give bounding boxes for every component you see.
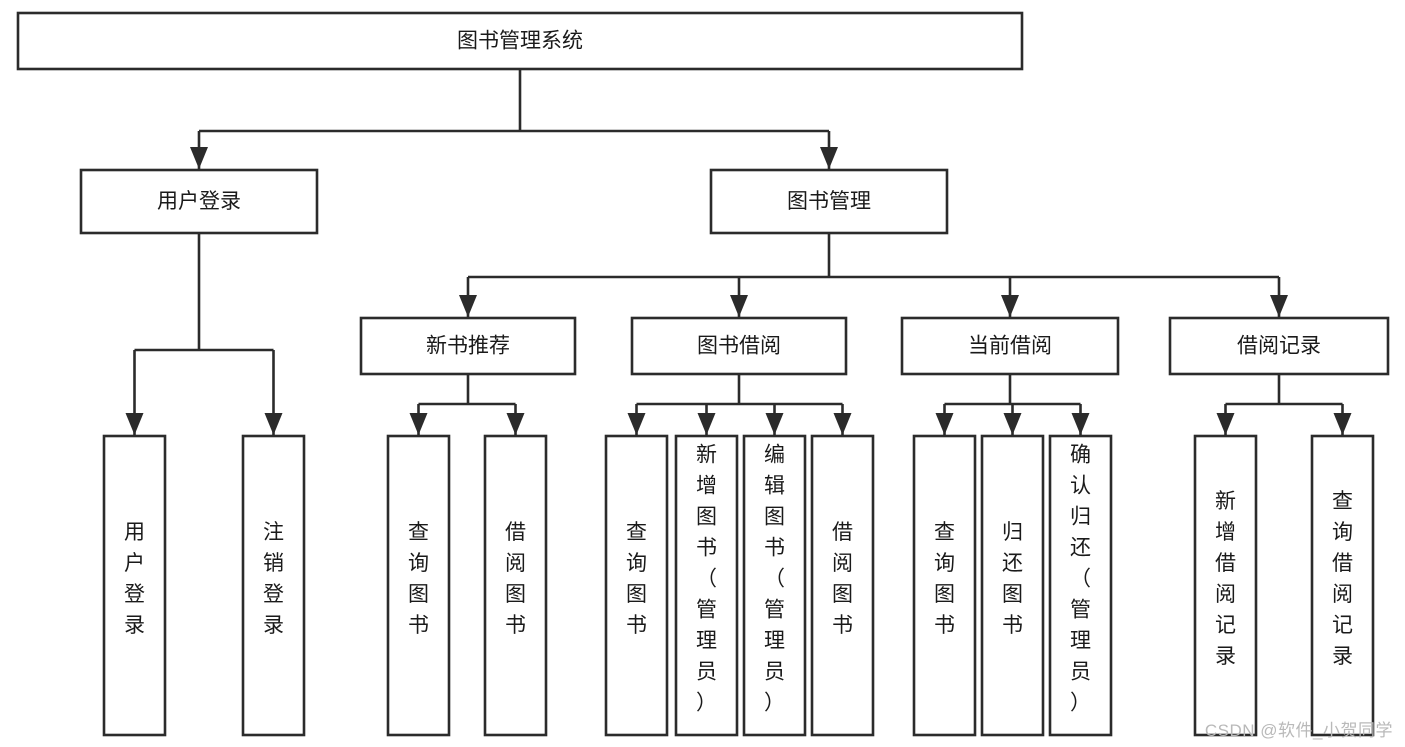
arrow-head-icon <box>1216 413 1235 435</box>
node-book-management[interactable]: 图书管理 <box>709 168 949 235</box>
arrow-head-icon <box>697 413 716 435</box>
node-label: 编辑图书（管理员） <box>764 444 785 715</box>
arrow-head-icon <box>506 413 525 435</box>
node-label: 用户登录 <box>124 521 145 637</box>
node-user-logout[interactable]: 注销登录 <box>241 434 306 737</box>
node-book-borrow[interactable]: 图书借阅 <box>630 316 848 376</box>
node-label: 归还图书 <box>1002 521 1023 637</box>
node-label: 借阅记录 <box>1237 335 1321 358</box>
node-label: 查询图书 <box>408 521 429 637</box>
node-add-book-admin[interactable]: 新增图书（管理员） <box>674 434 739 737</box>
node-new-book-recommend[interactable]: 新书推荐 <box>359 316 577 376</box>
arrow-head-icon <box>409 413 428 435</box>
arrow-head-icon <box>190 147 208 169</box>
node-confirm-return-admin[interactable]: 确认归还（管理员） <box>1048 434 1113 737</box>
node-label: 查询图书 <box>934 521 955 637</box>
node-label: 查询借阅记录 <box>1332 490 1353 668</box>
node-label: 新增图书（管理员） <box>696 444 717 715</box>
node-label: 用户登录 <box>157 190 241 213</box>
node-query-book-2[interactable]: 查询图书 <box>604 434 669 737</box>
node-borrow-book-1[interactable]: 借阅图书 <box>483 434 548 737</box>
node-user-login-do[interactable]: 用户登录 <box>102 434 167 737</box>
arrow-head-icon <box>459 295 477 317</box>
node-root[interactable]: 图书管理系统 <box>16 11 1024 71</box>
arrow-head-icon <box>1270 295 1288 317</box>
node-borrow-book-2[interactable]: 借阅图书 <box>810 434 875 737</box>
node-current-borrow[interactable]: 当前借阅 <box>900 316 1120 376</box>
node-return-book[interactable]: 归还图书 <box>980 434 1045 737</box>
node-label: 确认归还（管理员） <box>1070 444 1091 715</box>
arrow-head-icon <box>264 413 283 435</box>
node-user-login[interactable]: 用户登录 <box>79 168 319 235</box>
node-borrow-records[interactable]: 借阅记录 <box>1168 316 1390 376</box>
arrow-head-icon <box>935 413 954 435</box>
node-edit-book-admin[interactable]: 编辑图书（管理员） <box>742 434 807 737</box>
watermark-text: CSDN @软件_小贺同学 <box>1204 721 1393 740</box>
node-add-borrow-record[interactable]: 新增借阅记录 <box>1193 434 1258 737</box>
node-label: 图书借阅 <box>697 335 781 358</box>
arrow-head-icon <box>1003 413 1022 435</box>
arrow-head-icon <box>125 413 144 435</box>
node-label: 新书推荐 <box>426 335 510 358</box>
node-query-book-3[interactable]: 查询图书 <box>912 434 977 737</box>
node-label: 查询图书 <box>626 521 647 637</box>
arrow-head-icon <box>1333 413 1352 435</box>
node-label: 新增借阅记录 <box>1215 490 1236 668</box>
arrow-head-icon <box>1001 295 1019 317</box>
node-label: 当前借阅 <box>968 335 1052 358</box>
node-label: 注销登录 <box>263 521 284 637</box>
arrow-head-icon <box>730 295 748 317</box>
node-label: 借阅图书 <box>505 521 526 637</box>
arrow-head-icon <box>820 147 838 169</box>
node-query-book-1[interactable]: 查询图书 <box>386 434 451 737</box>
arrow-head-icon <box>1071 413 1090 435</box>
node-label: 图书管理 <box>787 190 871 213</box>
connector-layer <box>125 69 1352 435</box>
node-label: 图书管理系统 <box>457 30 583 53</box>
node-label: 借阅图书 <box>832 521 853 637</box>
node-query-borrow-record[interactable]: 查询借阅记录 <box>1310 434 1375 737</box>
node-layer: 图书管理系统用户登录图书管理用户登录注销登录新书推荐查询图书借阅图书图书借阅查询… <box>16 11 1390 737</box>
arrow-head-icon <box>627 413 646 435</box>
arrow-head-icon <box>833 413 852 435</box>
arrow-head-icon <box>765 413 784 435</box>
